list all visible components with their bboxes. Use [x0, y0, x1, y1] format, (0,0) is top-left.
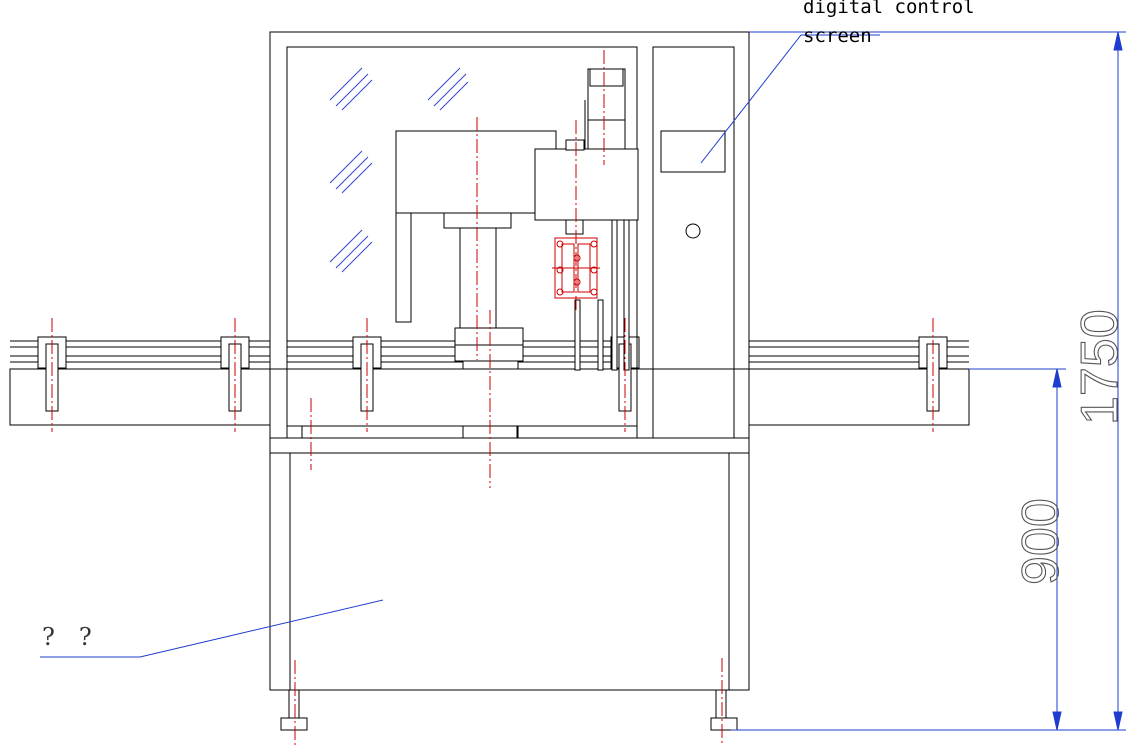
leader-unknown — [40, 599, 384, 658]
feet — [280, 689, 738, 731]
power-button — [685, 223, 701, 239]
chuck-body — [565, 219, 584, 235]
dim-total-height: 1750 — [1071, 309, 1129, 425]
column — [459, 227, 497, 329]
control-screen-label-line1: digital control — [803, 0, 975, 18]
capping-mechanism — [395, 68, 639, 371]
cabinet-body — [269, 452, 750, 691]
centerlines — [51, 50, 934, 746]
motor-housing — [534, 148, 639, 221]
lower-cabinet — [269, 437, 750, 691]
leaders — [40, 34, 880, 658]
frame-outer — [269, 31, 750, 439]
foot-left — [280, 689, 308, 731]
dim-base-height: 900 — [1012, 498, 1070, 585]
control-cabinet — [652, 46, 735, 439]
digital-control-screen — [660, 130, 726, 173]
table-top — [269, 437, 750, 454]
leader-control-screen — [700, 34, 880, 164]
control-panel — [660, 130, 726, 239]
dimensions — [731, 31, 1126, 731]
foot-right — [710, 689, 738, 731]
unknown-label: ? ? — [42, 623, 92, 651]
control-screen-label-line2: screen — [803, 25, 872, 47]
upper-frame — [269, 31, 750, 439]
upper-arm — [395, 130, 557, 214]
